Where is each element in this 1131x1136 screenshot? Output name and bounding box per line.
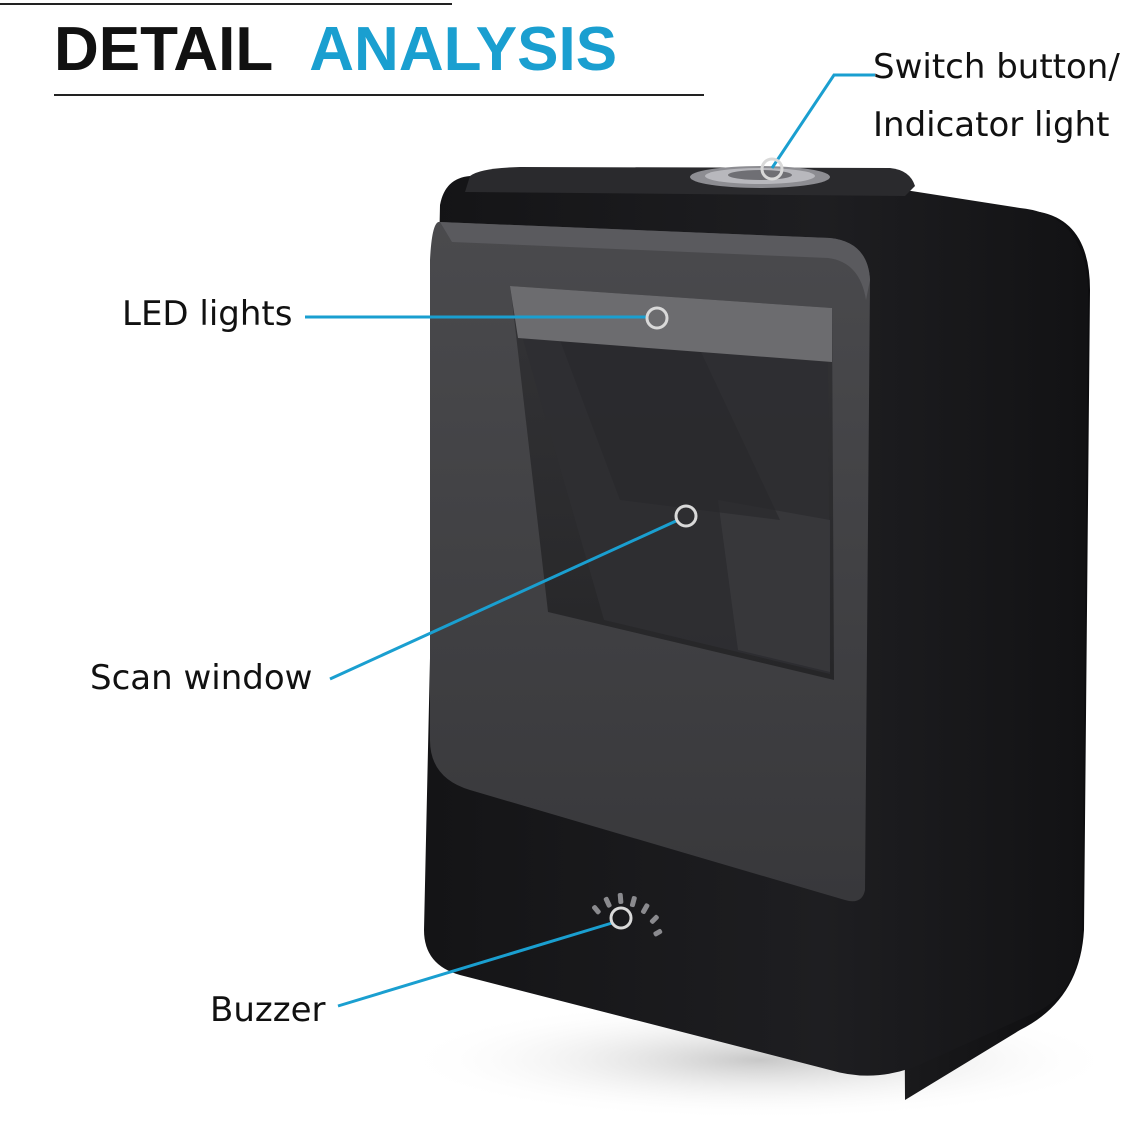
title-top-rule: [0, 3, 452, 5]
marker-switch: [760, 157, 784, 181]
page-title: DETAIL ANALYSIS: [54, 14, 617, 86]
label-switch-button: Switch button/: [873, 47, 1120, 87]
callout-line-switch: [770, 73, 875, 169]
bezel-highlight: [440, 222, 870, 300]
marker-led: [645, 306, 669, 330]
title-word-analysis: ANALYSIS: [309, 15, 618, 84]
scan-window-mirror: [560, 340, 780, 520]
callout-line-buzzer: [337, 921, 613, 1008]
title-word-detail: DETAIL: [54, 15, 274, 84]
buzzer-holes: [592, 892, 663, 937]
label-buzzer: Buzzer: [210, 990, 326, 1030]
callout-lines: [305, 73, 875, 1008]
marker-buzzer: [609, 906, 633, 930]
marker-scan: [674, 504, 698, 528]
led-strip: [510, 286, 832, 362]
label-scan-window: Scan window: [90, 658, 313, 698]
label-indicator-light: Indicator light: [873, 105, 1110, 145]
title-bottom-rule: [54, 94, 704, 96]
device-top-face: [465, 167, 915, 196]
callout-markers: [609, 157, 784, 930]
scan-window-reflection: [718, 500, 830, 672]
callout-line-scan: [329, 519, 677, 681]
label-led-lights: LED lights: [122, 294, 293, 334]
